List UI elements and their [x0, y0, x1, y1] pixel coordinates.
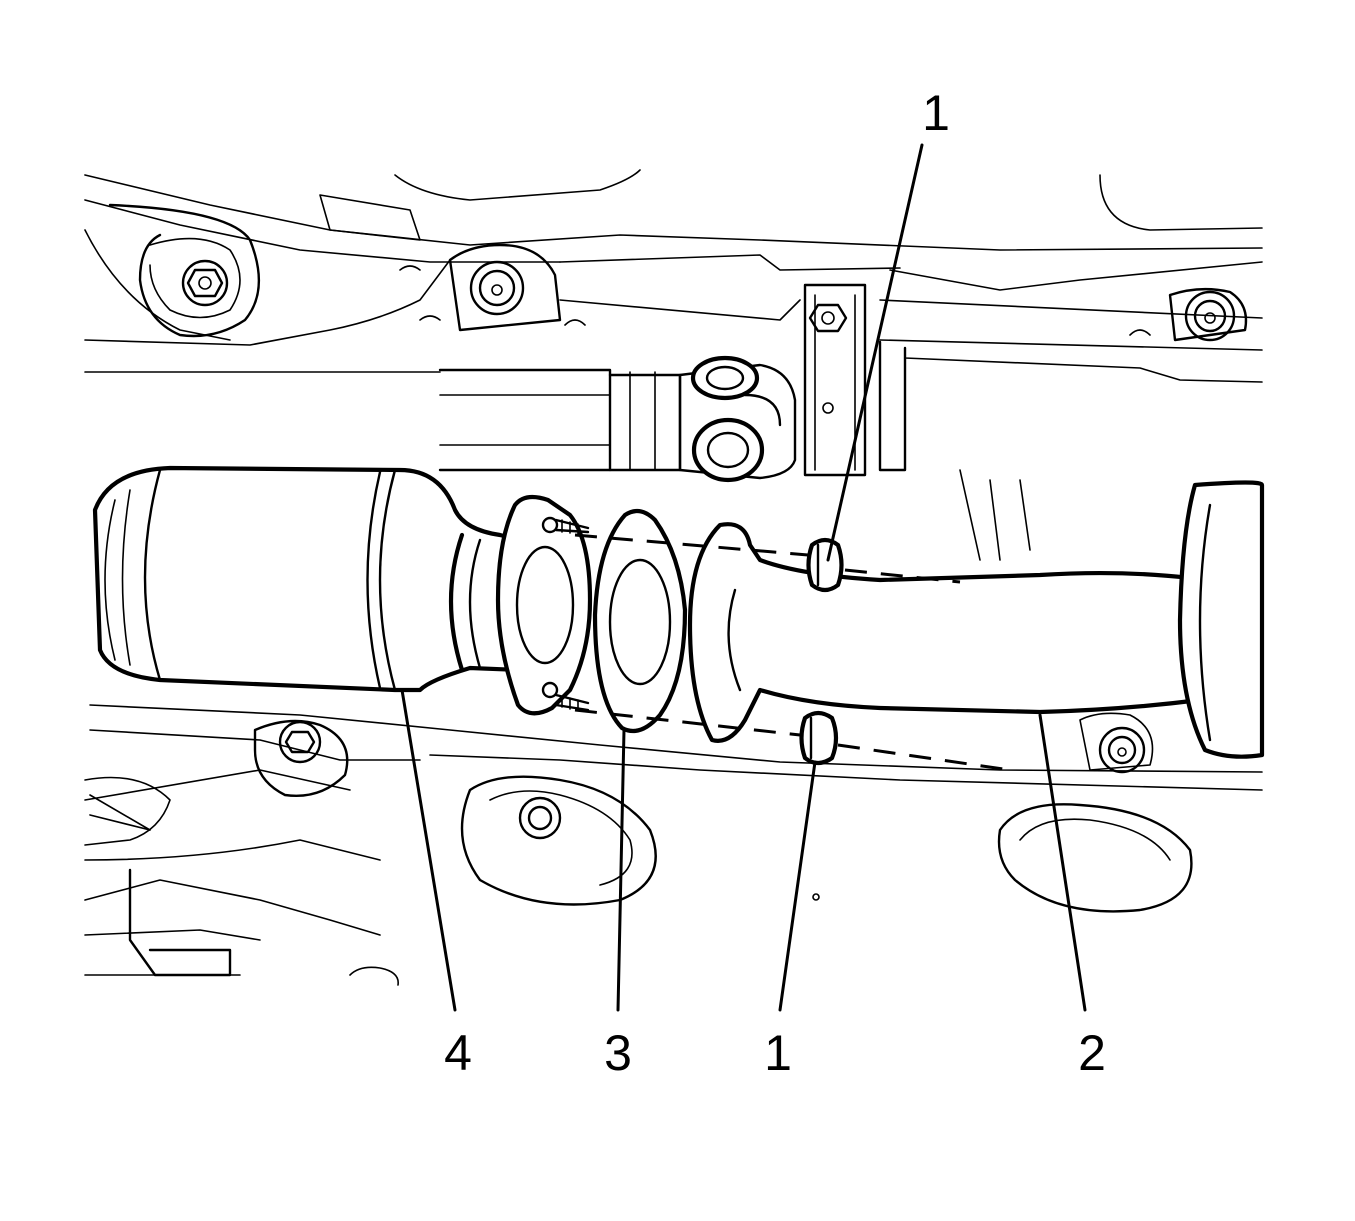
- bolt-icon: [1098, 726, 1146, 774]
- underbody-background: [84, 169, 1263, 986]
- callout-label-gasket: 3: [604, 1025, 632, 1081]
- callout-label-nut-upper: 1: [922, 85, 950, 141]
- flange-nut-upper: [806, 537, 844, 593]
- driveshaft: [438, 340, 907, 483]
- callout-label-nut-lower: 1: [764, 1025, 792, 1081]
- converter-flange: [495, 494, 593, 716]
- flange-nut-lower: [799, 710, 839, 766]
- callout-leaders: [400, 143, 1087, 1012]
- bolt-icon: [1184, 290, 1236, 342]
- callout-labels: 1 2 3 4 1: [444, 85, 1106, 1081]
- bolt-icon: [808, 303, 848, 333]
- mount-bolts: [181, 259, 1236, 840]
- gasket: [592, 508, 688, 734]
- alignment-lines: [574, 533, 1011, 772]
- catalytic-converter: [92, 465, 523, 693]
- callout-label-catalytic-converter: 4: [444, 1025, 472, 1081]
- bolt-icon: [181, 259, 229, 307]
- bolt-icon: [469, 260, 525, 316]
- callout-label-front-pipe: 2: [1078, 1025, 1106, 1081]
- bolt-icon: [518, 796, 562, 840]
- bolt-icon: [278, 720, 322, 764]
- front-pipe: [687, 480, 1265, 759]
